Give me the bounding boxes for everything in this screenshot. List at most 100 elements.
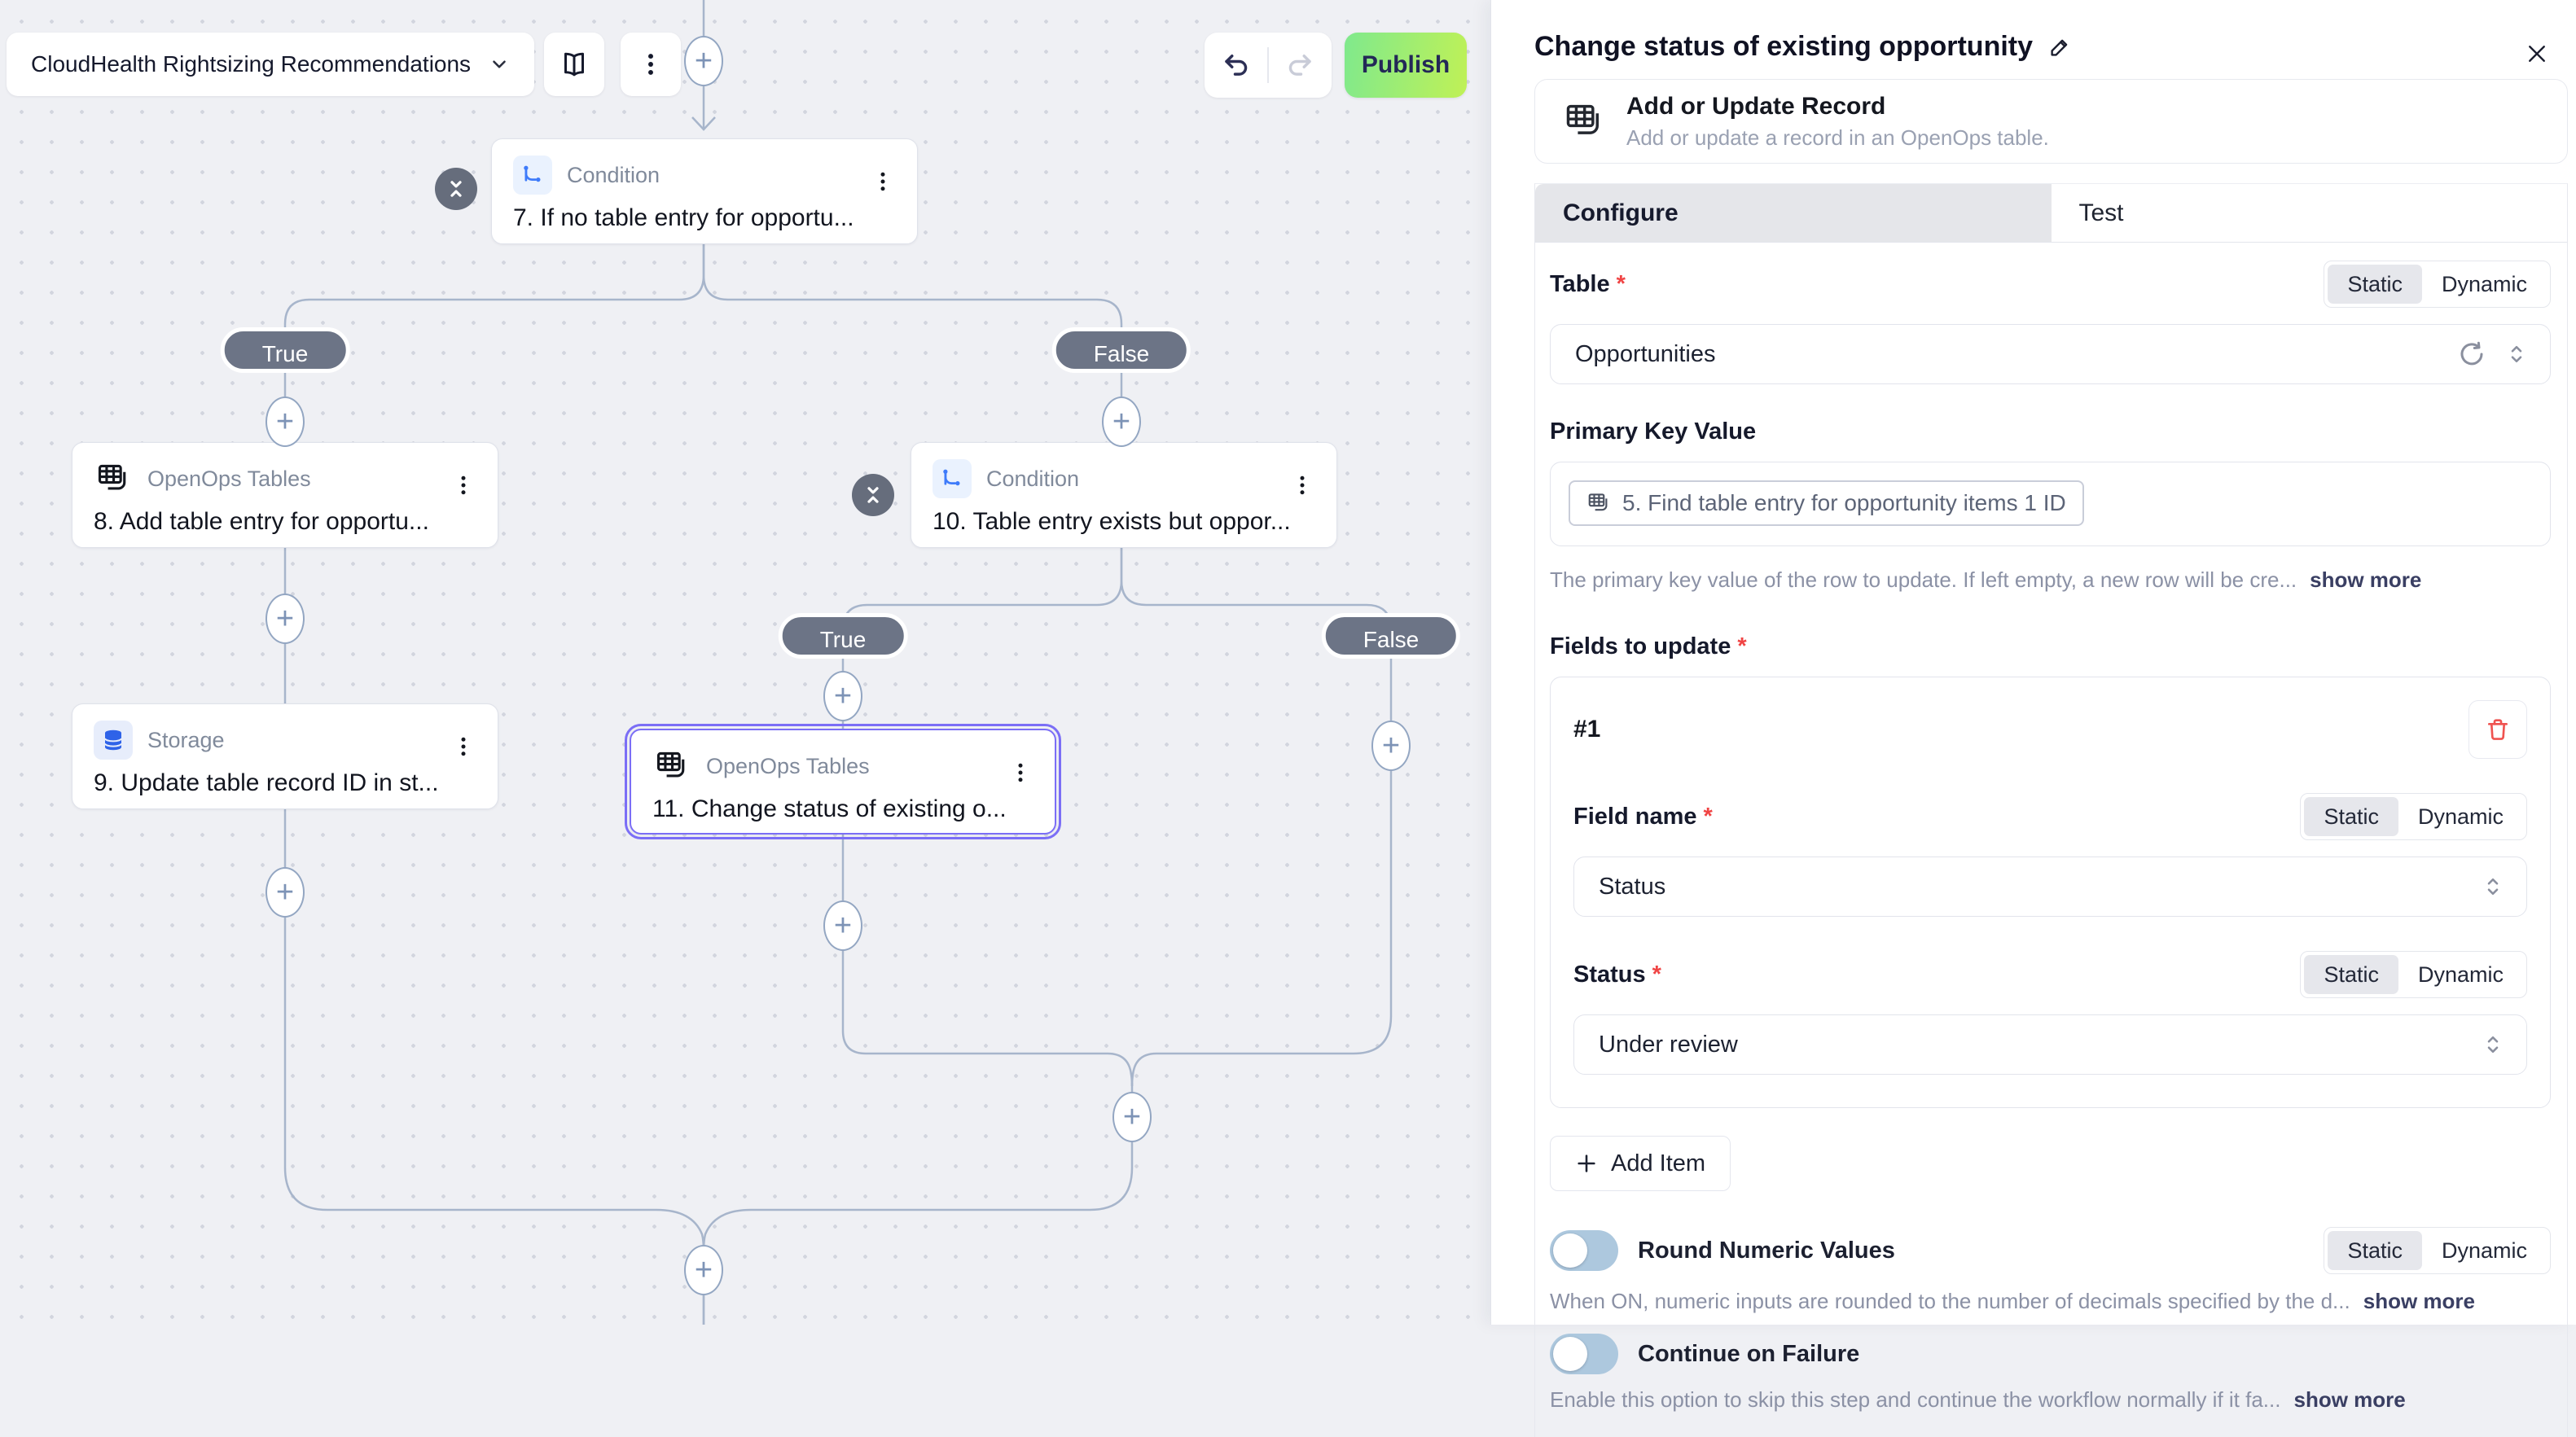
table-static-dynamic-toggle: Static Dynamic [2324,261,2551,308]
node-type-label: OpenOps Tables [706,753,870,778]
dynamic-option[interactable]: Dynamic [2441,1238,2527,1263]
undo-button[interactable] [1205,33,1267,98]
add-step-button[interactable]: + [1102,396,1141,447]
node-type-label: OpenOps Tables [147,466,311,491]
node-menu-button[interactable] [447,727,480,766]
add-item-button[interactable]: Add Item [1550,1136,1731,1191]
primary-key-label: Primary Key Value [1550,418,1757,445]
tab-test[interactable]: Test [2051,184,2567,242]
round-numeric-toggle[interactable] [1550,1230,1618,1271]
fields-to-update-label: Fields to update* [1550,633,1747,659]
step-reference-chip[interactable]: 5. Find table entry for opportunity item… [1569,480,2084,526]
node-menu-button[interactable] [1004,753,1037,792]
show-more-link[interactable]: show more [2293,1387,2406,1412]
round-numeric-helper: When ON, numeric inputs are rounded to t… [1550,1289,2475,1313]
status-select-value: Under review [1599,1031,1738,1058]
node-storage-9[interactable]: Storage 9. Update table record ID in st.… [72,703,498,809]
node-menu-button[interactable] [867,162,899,201]
table-select[interactable]: Opportunities [1550,324,2551,384]
fields-to-update-item: #1 Field name* Static Dynamic Status [1550,677,2551,1108]
add-step-button[interactable]: + [823,900,862,951]
add-step-button[interactable]: + [265,867,305,918]
action-summary-card: Add or Update Record Add or update a rec… [1534,79,2568,164]
field-name-select[interactable]: Status [1573,857,2527,917]
action-name: Add or Update Record [1626,92,1886,120]
add-step-button[interactable]: + [684,1245,723,1295]
add-step-button[interactable]: + [265,594,305,644]
node-title: 8. Add table entry for opportu... [94,508,429,535]
table-select-value: Opportunities [1575,340,1716,367]
add-step-button[interactable]: + [265,396,305,447]
node-title: 7. If no table entry for opportu... [513,204,854,231]
chevron-up-down-icon [2481,1032,2505,1057]
close-panel-button[interactable] [2519,36,2555,72]
node-condition-7[interactable]: Condition 7. If no table entry for oppor… [491,138,918,244]
static-option[interactable]: Static [2304,797,2398,836]
collapse-branch-button[interactable] [435,168,477,210]
step-settings-panel: Change status of existing opportunity Ad… [1490,0,2576,1437]
primary-key-helper: The primary key value of the row to upda… [1550,567,2422,592]
node-type-label: Condition [986,466,1080,491]
add-step-button[interactable]: + [1371,721,1411,771]
node-title: 11. Change status of existing o... [652,795,1007,822]
node-tables-8[interactable]: OpenOps Tables 8. Add table entry for op… [72,442,498,548]
refresh-icon[interactable] [2457,340,2486,369]
tables-icon [1588,493,1608,511]
continue-on-failure-label: Continue on Failure [1638,1340,1860,1367]
dynamic-option[interactable]: Dynamic [2441,271,2527,296]
node-type-label: Condition [567,162,660,187]
node-condition-10[interactable]: Condition 10. Table entry exists but opp… [911,442,1337,548]
workflow-name: CloudHealth Rightsizing Recommendations [31,51,472,77]
field-name-label: Field name* [1573,803,1713,830]
trash-icon [2488,719,2508,740]
docs-button[interactable] [544,33,604,96]
show-more-link[interactable]: show more [2310,567,2422,592]
divider [1267,47,1269,83]
tab-configure[interactable]: Configure [1535,184,2052,242]
node-menu-button[interactable] [447,466,480,505]
node-menu-button[interactable] [1286,466,1319,505]
field-name-static-dynamic-toggle: Static Dynamic [2300,793,2527,840]
node-tables-11-selected[interactable]: OpenOps Tables 11. Change status of exis… [625,724,1061,839]
round-numeric-label: Round Numeric Values [1638,1237,1895,1264]
continue-on-failure-toggle[interactable] [1550,1334,1618,1374]
node-title: 9. Update table record ID in st... [94,769,439,796]
status-static-dynamic-toggle: Static Dynamic [2300,951,2527,998]
storage-icon [94,721,133,760]
undo-icon [1224,55,1247,76]
undo-redo-group [1205,33,1332,98]
condition-icon [933,459,972,498]
add-step-button[interactable]: + [684,36,723,86]
primary-key-input[interactable]: 5. Find table entry for opportunity item… [1550,462,2551,546]
publish-button[interactable]: Publish [1345,33,1467,98]
branch-label-false: False [1321,613,1461,659]
node-type-label: Storage [147,727,225,752]
book-icon [560,50,589,79]
close-icon [2529,46,2545,62]
workflow-selector-dropdown[interactable]: CloudHealth Rightsizing Recommendations [7,33,535,96]
add-step-button[interactable]: + [823,671,862,721]
branch-label-true: True [220,327,350,373]
action-description: Add or update a record in an OpenOps tab… [1626,125,2049,150]
show-more-link[interactable]: show more [2363,1289,2475,1313]
add-step-button[interactable]: + [1112,1092,1152,1142]
delete-item-button[interactable] [2468,700,2527,759]
dynamic-option[interactable]: Dynamic [2417,804,2504,829]
dynamic-option[interactable]: Dynamic [2417,962,2504,987]
chevron-up-down-icon [2481,874,2505,899]
chevron-down-icon [489,54,510,75]
edit-title-icon[interactable] [2047,35,2072,59]
tables-icon [652,747,691,786]
canvas-menu-button[interactable] [621,33,681,96]
collapse-branch-button[interactable] [852,474,894,516]
flow-connectors [283,0,1393,1325]
tables-icon [94,459,133,498]
static-option[interactable]: Static [2328,1231,2422,1270]
static-option[interactable]: Static [2328,265,2422,304]
branch-label-false: False [1051,327,1191,373]
redo-button[interactable] [1269,33,1332,98]
table-field-label: Table* [1550,270,1626,297]
static-option[interactable]: Static [2304,955,2398,994]
workflow-canvas[interactable]: CloudHealth Rightsizing Recommendations … [0,0,1490,1325]
status-select[interactable]: Under review [1573,1014,2527,1075]
